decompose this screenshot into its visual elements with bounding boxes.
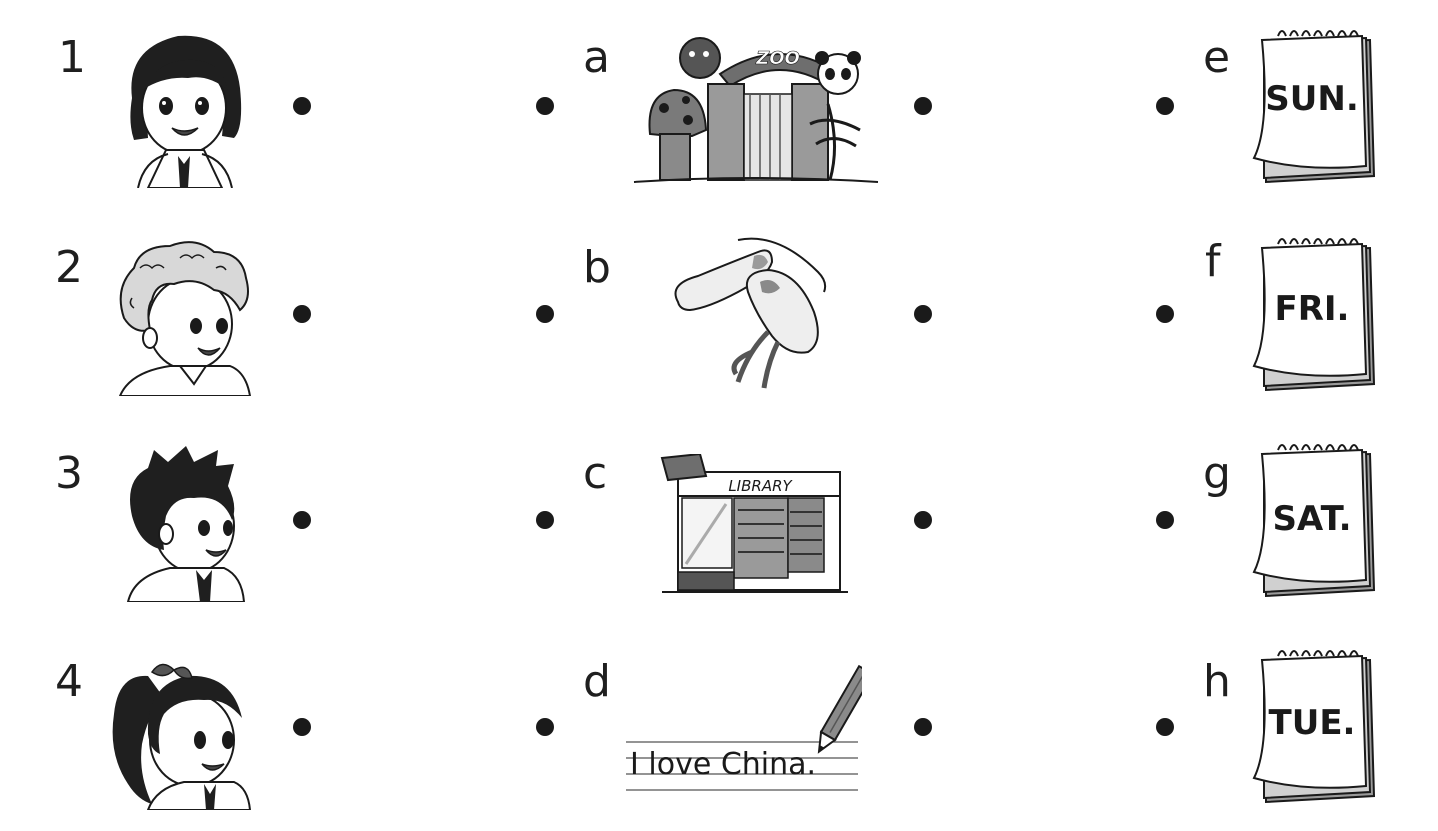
zoo-gate-illustration: ZOO bbox=[633, 37, 879, 183]
number-label-4: 4 bbox=[55, 656, 83, 707]
dot-row1-day[interactable] bbox=[1156, 97, 1174, 115]
letter-label-a: a bbox=[583, 32, 610, 83]
zoo-sign-text: ZOO bbox=[755, 48, 800, 69]
number-label-1: 1 bbox=[58, 32, 86, 83]
letter-label-f: f bbox=[1205, 236, 1221, 287]
handwriting-text: I love China. bbox=[630, 747, 816, 782]
calendar-day-g: SAT. bbox=[1272, 499, 1351, 539]
dot-row4-day[interactable] bbox=[1156, 718, 1174, 736]
calendar-friday-icon: FRI. bbox=[1252, 238, 1376, 392]
number-label-3: 3 bbox=[55, 448, 83, 499]
calendar-day-h: TUE. bbox=[1269, 703, 1356, 743]
letter-label-e: e bbox=[1203, 32, 1231, 83]
number-label-2: 2 bbox=[55, 242, 83, 293]
calendar-sunday-icon: SUN. bbox=[1252, 30, 1376, 184]
girl-bob-hair-illustration bbox=[130, 35, 242, 188]
letter-label-b: b bbox=[583, 242, 611, 293]
calendar-tuesday-icon: TUE. bbox=[1252, 650, 1376, 804]
letter-label-g: g bbox=[1203, 448, 1231, 499]
letter-label-d: d bbox=[583, 656, 611, 707]
calendar-day-f: FRI. bbox=[1275, 289, 1350, 329]
pencil-icon bbox=[817, 664, 862, 754]
dot-row3-place-left[interactable] bbox=[536, 511, 554, 529]
dot-row3-day[interactable] bbox=[1156, 511, 1174, 529]
dot-row2-day[interactable] bbox=[1156, 305, 1174, 323]
dot-row4-place-right[interactable] bbox=[914, 718, 932, 736]
curly-hair-boy-illustration bbox=[118, 241, 252, 396]
dot-row1-place-right[interactable] bbox=[914, 97, 932, 115]
handwriting-practice-illustration: I love China. bbox=[626, 664, 862, 791]
dot-row3-person[interactable] bbox=[293, 511, 311, 529]
calendar-day-e: SUN. bbox=[1265, 79, 1358, 119]
library-building-illustration: LIBRARY bbox=[660, 454, 848, 593]
letter-label-c: c bbox=[583, 448, 608, 499]
library-sign-text: LIBRARY bbox=[728, 477, 793, 495]
dot-row3-place-right[interactable] bbox=[914, 511, 932, 529]
dot-row1-person[interactable] bbox=[293, 97, 311, 115]
dot-row2-place-left[interactable] bbox=[536, 305, 554, 323]
dot-row2-person[interactable] bbox=[293, 305, 311, 323]
letter-label-h: h bbox=[1203, 656, 1231, 707]
ponytail-girl-illustration bbox=[112, 663, 252, 810]
dot-row2-place-right[interactable] bbox=[914, 305, 932, 323]
dot-row4-place-left[interactable] bbox=[536, 718, 554, 736]
ballet-shoes-illustration bbox=[674, 237, 827, 389]
dot-row1-place-left[interactable] bbox=[536, 97, 554, 115]
calendar-saturday-icon: SAT. bbox=[1252, 444, 1376, 598]
spiky-hair-boy-illustration bbox=[126, 446, 246, 602]
dot-row4-person[interactable] bbox=[293, 718, 311, 736]
